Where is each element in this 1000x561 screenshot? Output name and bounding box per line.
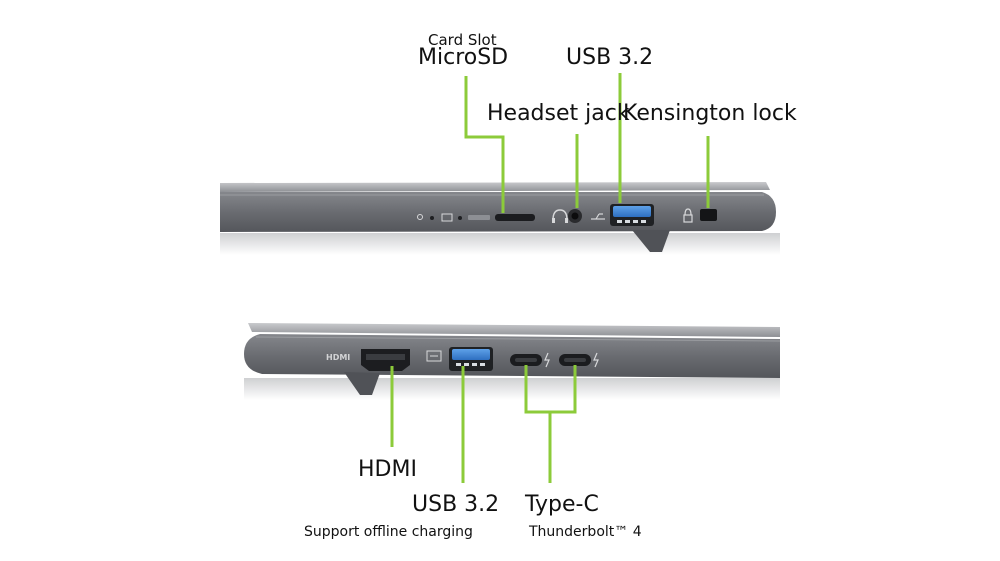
lock-icon: [683, 208, 693, 223]
microsd-label: MicroSD: [418, 45, 509, 70]
top-laptop-base: [220, 192, 776, 232]
power-led-icon: [417, 214, 434, 220]
reset-hole-label: [468, 215, 490, 220]
battery-led-icon: [441, 213, 462, 222]
top-laptop-foot: [632, 230, 670, 252]
microsd-callout-line: [464, 76, 505, 213]
microsd-slot: [495, 214, 535, 221]
card-slot-caption: Card Slot: [428, 31, 497, 49]
typec-label: Type-C: [525, 492, 599, 517]
kensington-slot: [700, 209, 717, 221]
hdmi-logo-icon: HDMI: [326, 353, 350, 362]
usb-bottom-label: USB 3.2: [412, 492, 500, 517]
kensington-lock-label: Kensington lock: [623, 101, 797, 126]
bottom-laptop: HDMI: [244, 323, 781, 483]
thunderbolt-icon: [544, 352, 550, 368]
hdmi-label: HDMI: [358, 457, 417, 482]
usb-icon: [591, 213, 605, 220]
top-laptop-lid: [220, 182, 770, 192]
headset-jack-label: Headset jack: [487, 101, 630, 126]
bottom-laptop-foot: [344, 372, 380, 395]
thunderbolt-icon: [593, 352, 599, 368]
usb-offline-charging-caption: Support offline charging: [304, 524, 473, 540]
top-laptop: [220, 73, 780, 255]
usb-top-label: USB 3.2: [566, 45, 654, 70]
top-laptop-shadow: [220, 233, 780, 255]
thunderbolt-caption: Thunderbolt™ 4: [529, 524, 642, 540]
bottom-laptop-shadow: [244, 378, 780, 400]
bottom-laptop-lid: [248, 323, 780, 337]
bottom-callout-lines: [390, 365, 577, 483]
headset-icon: [552, 209, 568, 223]
top-callout-lines: [464, 73, 710, 213]
usb-charging-icon: [426, 350, 442, 362]
